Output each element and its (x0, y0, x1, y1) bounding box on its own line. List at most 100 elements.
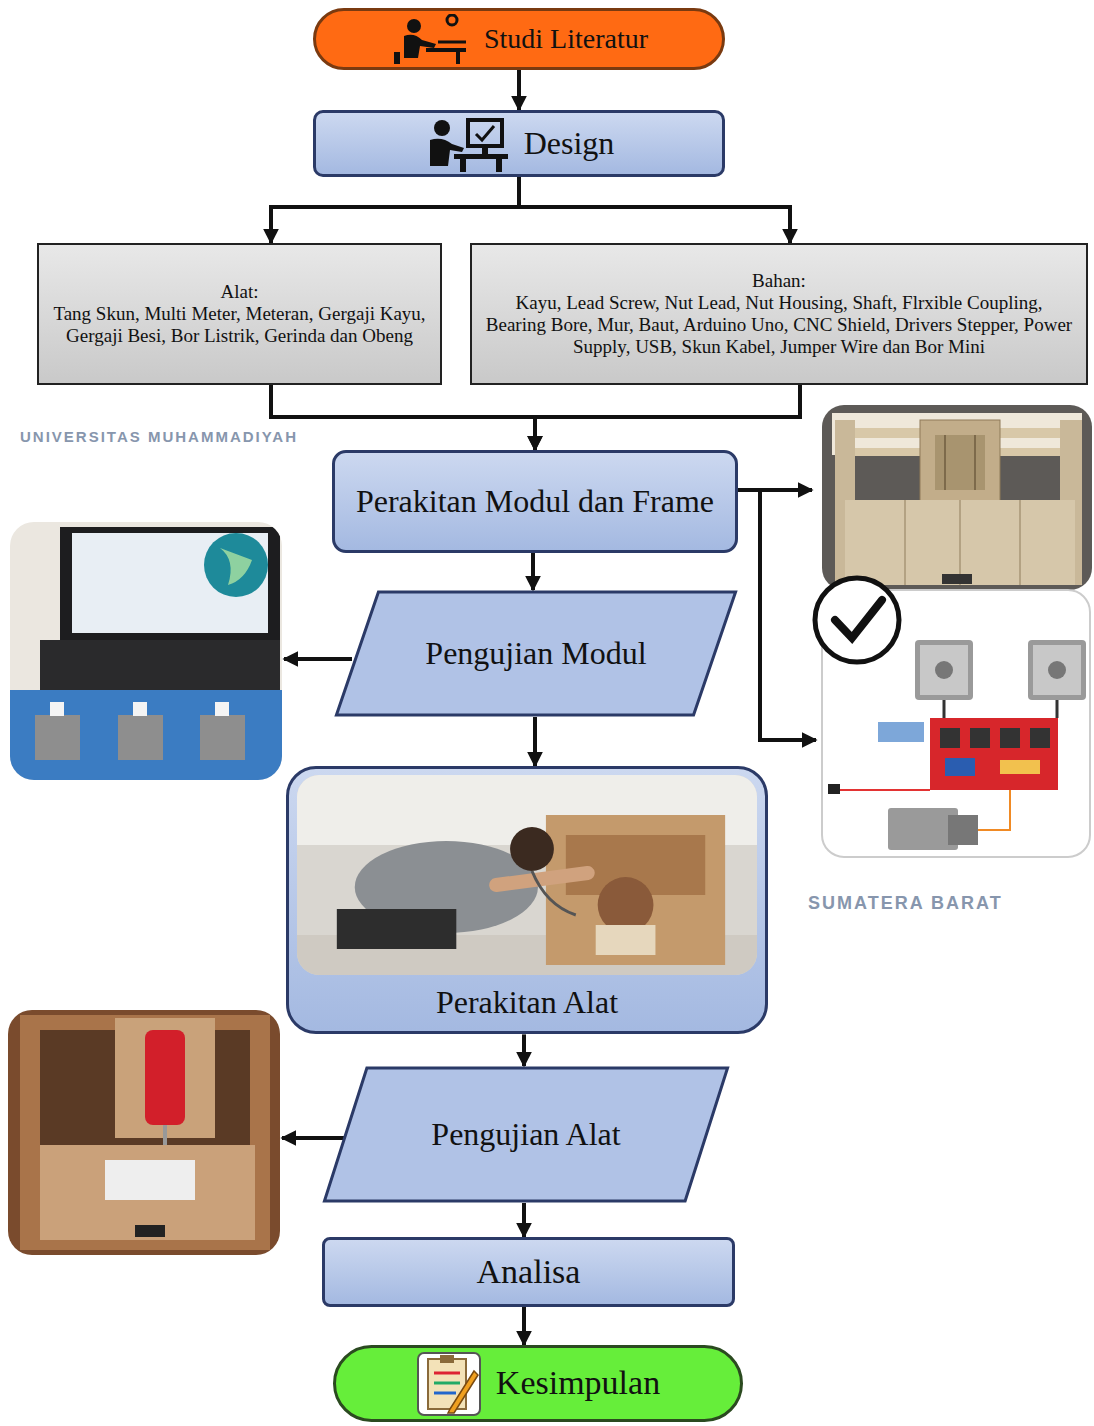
box-label: Perakitan Alat (436, 983, 618, 1021)
check-mark (815, 578, 899, 662)
drawing-rect (1000, 760, 1040, 774)
drawing-rect (1028, 640, 1086, 700)
checklist-icon (416, 1351, 482, 1417)
flow-arrow (519, 177, 790, 243)
drawing-rect (1000, 728, 1020, 748)
drawing-line (959, 500, 961, 585)
drawing-rect (546, 815, 725, 965)
drawing-line (434, 1371, 460, 1374)
drawing-rect (915, 640, 973, 700)
io-parallelogram: Pengujian Modul (334, 590, 738, 717)
drawing-rect (596, 925, 656, 955)
drawing-path (760, 490, 816, 740)
design-icon (424, 116, 510, 172)
drawing-path (476, 126, 494, 140)
drawing-rect (468, 120, 502, 146)
drawing-path (978, 790, 1010, 830)
drawing-rect (920, 420, 1000, 510)
drawing-line (434, 1381, 460, 1384)
start-pill: Studi Literatur (313, 8, 725, 70)
drawing-path (448, 1371, 478, 1413)
drawing-rect (454, 154, 508, 159)
process-box: Design (313, 110, 725, 177)
drawing-rect (105, 1160, 195, 1200)
drawing-rect (945, 758, 975, 776)
process-box: Perakitan Alat (286, 766, 768, 1034)
drawing-line (974, 435, 976, 490)
drawing-rect (20, 1015, 270, 1250)
flow-arrow (533, 717, 537, 766)
parallelogram-fill (324, 1068, 727, 1201)
parallelogram-fill (336, 592, 735, 715)
study-icon (390, 14, 470, 64)
drawing-path (430, 138, 464, 165)
watermark-text: SUMATERA BARAT (808, 893, 1003, 914)
flow-arrow (522, 1034, 526, 1066)
drawing-path (840, 789, 930, 791)
flow-arrow (517, 70, 521, 110)
process-box: Perakitan Modul dan Frame (332, 450, 738, 553)
picture-arrows (282, 490, 816, 1138)
drawing-path (220, 548, 252, 585)
drawing-circle (407, 19, 421, 33)
box-label: Kayu, Lead Screw, Nut Lead, Nut Housing,… (484, 292, 1074, 358)
box-heading: Bahan: (752, 270, 806, 292)
drawing-rect (930, 718, 1058, 790)
drawing-rect (72, 533, 268, 633)
drawing-rect (394, 52, 400, 64)
drawing-rect (297, 775, 757, 975)
drawing-circle (598, 877, 654, 933)
drawing-line (434, 1391, 456, 1394)
drawing-line (943, 700, 946, 718)
drawing-path (532, 871, 576, 915)
drawing-rect (828, 784, 840, 794)
drawing-rect (482, 146, 488, 154)
drawing-circle (447, 15, 457, 25)
end-pill: Kesimpulan (333, 1345, 743, 1422)
drawing-circle (1048, 661, 1066, 679)
drawing-circle (204, 533, 268, 597)
drawing-rect (935, 435, 985, 490)
process-box: Analisa (322, 1237, 735, 1307)
drawing-line (1056, 700, 1059, 718)
box-label: Kesimpulan (496, 1363, 660, 1404)
drawing-rect (10, 522, 282, 780)
flow-arrow (535, 385, 800, 450)
assembly-photo (297, 775, 757, 975)
machine-photo (8, 1010, 280, 1255)
laptop-photo (10, 522, 282, 780)
drawing-rect (970, 728, 990, 748)
drawing-rect (215, 702, 229, 716)
drawing-rect (948, 815, 978, 845)
drawing-path (404, 35, 436, 58)
drawing-rect (418, 1353, 480, 1415)
drawing-line (438, 41, 466, 44)
drawing-rect (10, 690, 282, 780)
watermark-text: UNIVERSITAS MUHAMMADIYAH (20, 428, 298, 445)
drawing-rect (1030, 728, 1050, 748)
materials-box: Bahan:Kayu, Lead Screw, Nut Lead, Nut Ho… (470, 243, 1088, 385)
drawing-rect (822, 590, 1090, 857)
drawing-rect (920, 645, 968, 695)
drawing-rect (60, 527, 280, 647)
drawing-rect (35, 715, 80, 760)
drawing-rect (135, 1225, 165, 1237)
drawing-line (944, 435, 946, 490)
drawing-rect (145, 1030, 185, 1125)
box-label: Tang Skun, Multi Meter, Meteran, Gergaji… (51, 303, 428, 347)
drawing-rect (50, 702, 64, 716)
drawing-rect (822, 405, 1092, 590)
box-label: Pengujian Modul (425, 634, 646, 672)
drawing-g (297, 775, 757, 975)
flow-arrow (522, 1307, 526, 1345)
drawing-circle (510, 827, 554, 871)
flow-arrow (271, 385, 535, 450)
drawing-rect (1033, 645, 1081, 695)
io-parallelogram: Pengujian Alat (322, 1066, 730, 1203)
drawing-circle (434, 120, 450, 136)
flow-arrow (531, 553, 535, 590)
drawing-rect (440, 1355, 454, 1363)
drawing-rect (40, 1145, 255, 1240)
drawing-rect (845, 500, 1075, 585)
drawing-rect (942, 574, 972, 584)
